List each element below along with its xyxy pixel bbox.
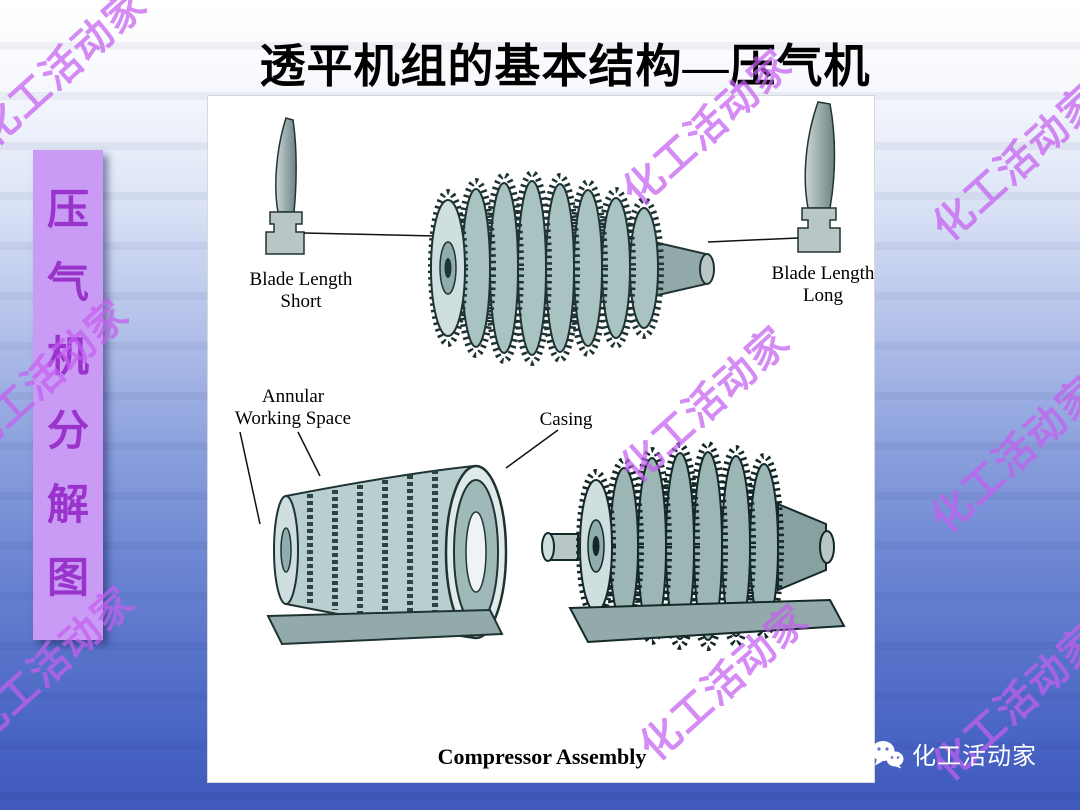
sidebar-char: 解: [46, 482, 89, 529]
label-blade-length-short: Blade Length Short: [249, 269, 353, 312]
pointer-line: [239, 431, 261, 525]
sidebar-char: 气: [46, 261, 89, 308]
footer-brand-text: 化工活动家: [912, 743, 1037, 770]
sidebar-char: 压: [46, 187, 89, 234]
blade-short-graphic: [265, 117, 305, 255]
sidebar-vertical-label: 压 气 机 分 解 图: [33, 150, 103, 640]
rotor-top-graphic: [428, 170, 715, 366]
sidebar-char: 图: [46, 556, 89, 603]
sidebar-char: 分: [46, 408, 89, 455]
pointer-line: [505, 429, 559, 469]
casing-graphic: [266, 464, 508, 646]
label-casing: Casing: [539, 409, 593, 430]
diagram-caption: Compressor Assembly: [437, 744, 647, 769]
pointer-line: [297, 431, 321, 477]
watermark-text: 化工活动家: [922, 367, 1080, 542]
pointer-line: [707, 237, 799, 243]
label-blade-length-long: Blade Length Long: [771, 263, 875, 306]
pointer-line: [303, 232, 437, 237]
rotor-bottom-graphic: [541, 441, 846, 651]
sidebar-char: 机: [46, 335, 89, 382]
wechat-icon: [871, 740, 904, 768]
slide-title: 透平机组的基本结构—压气机: [259, 41, 871, 92]
compressor-diagram-graphic: [239, 101, 846, 651]
blade-long-graphic: [797, 101, 841, 253]
label-annular-working-space: Annular Working Space: [234, 386, 352, 429]
footer-brand: 化工活动家: [870, 736, 1037, 771]
diagram-panel: Blade Length Short Blade Length Long Ann…: [207, 95, 875, 783]
watermark-text: 化工活动家: [0, 0, 156, 155]
